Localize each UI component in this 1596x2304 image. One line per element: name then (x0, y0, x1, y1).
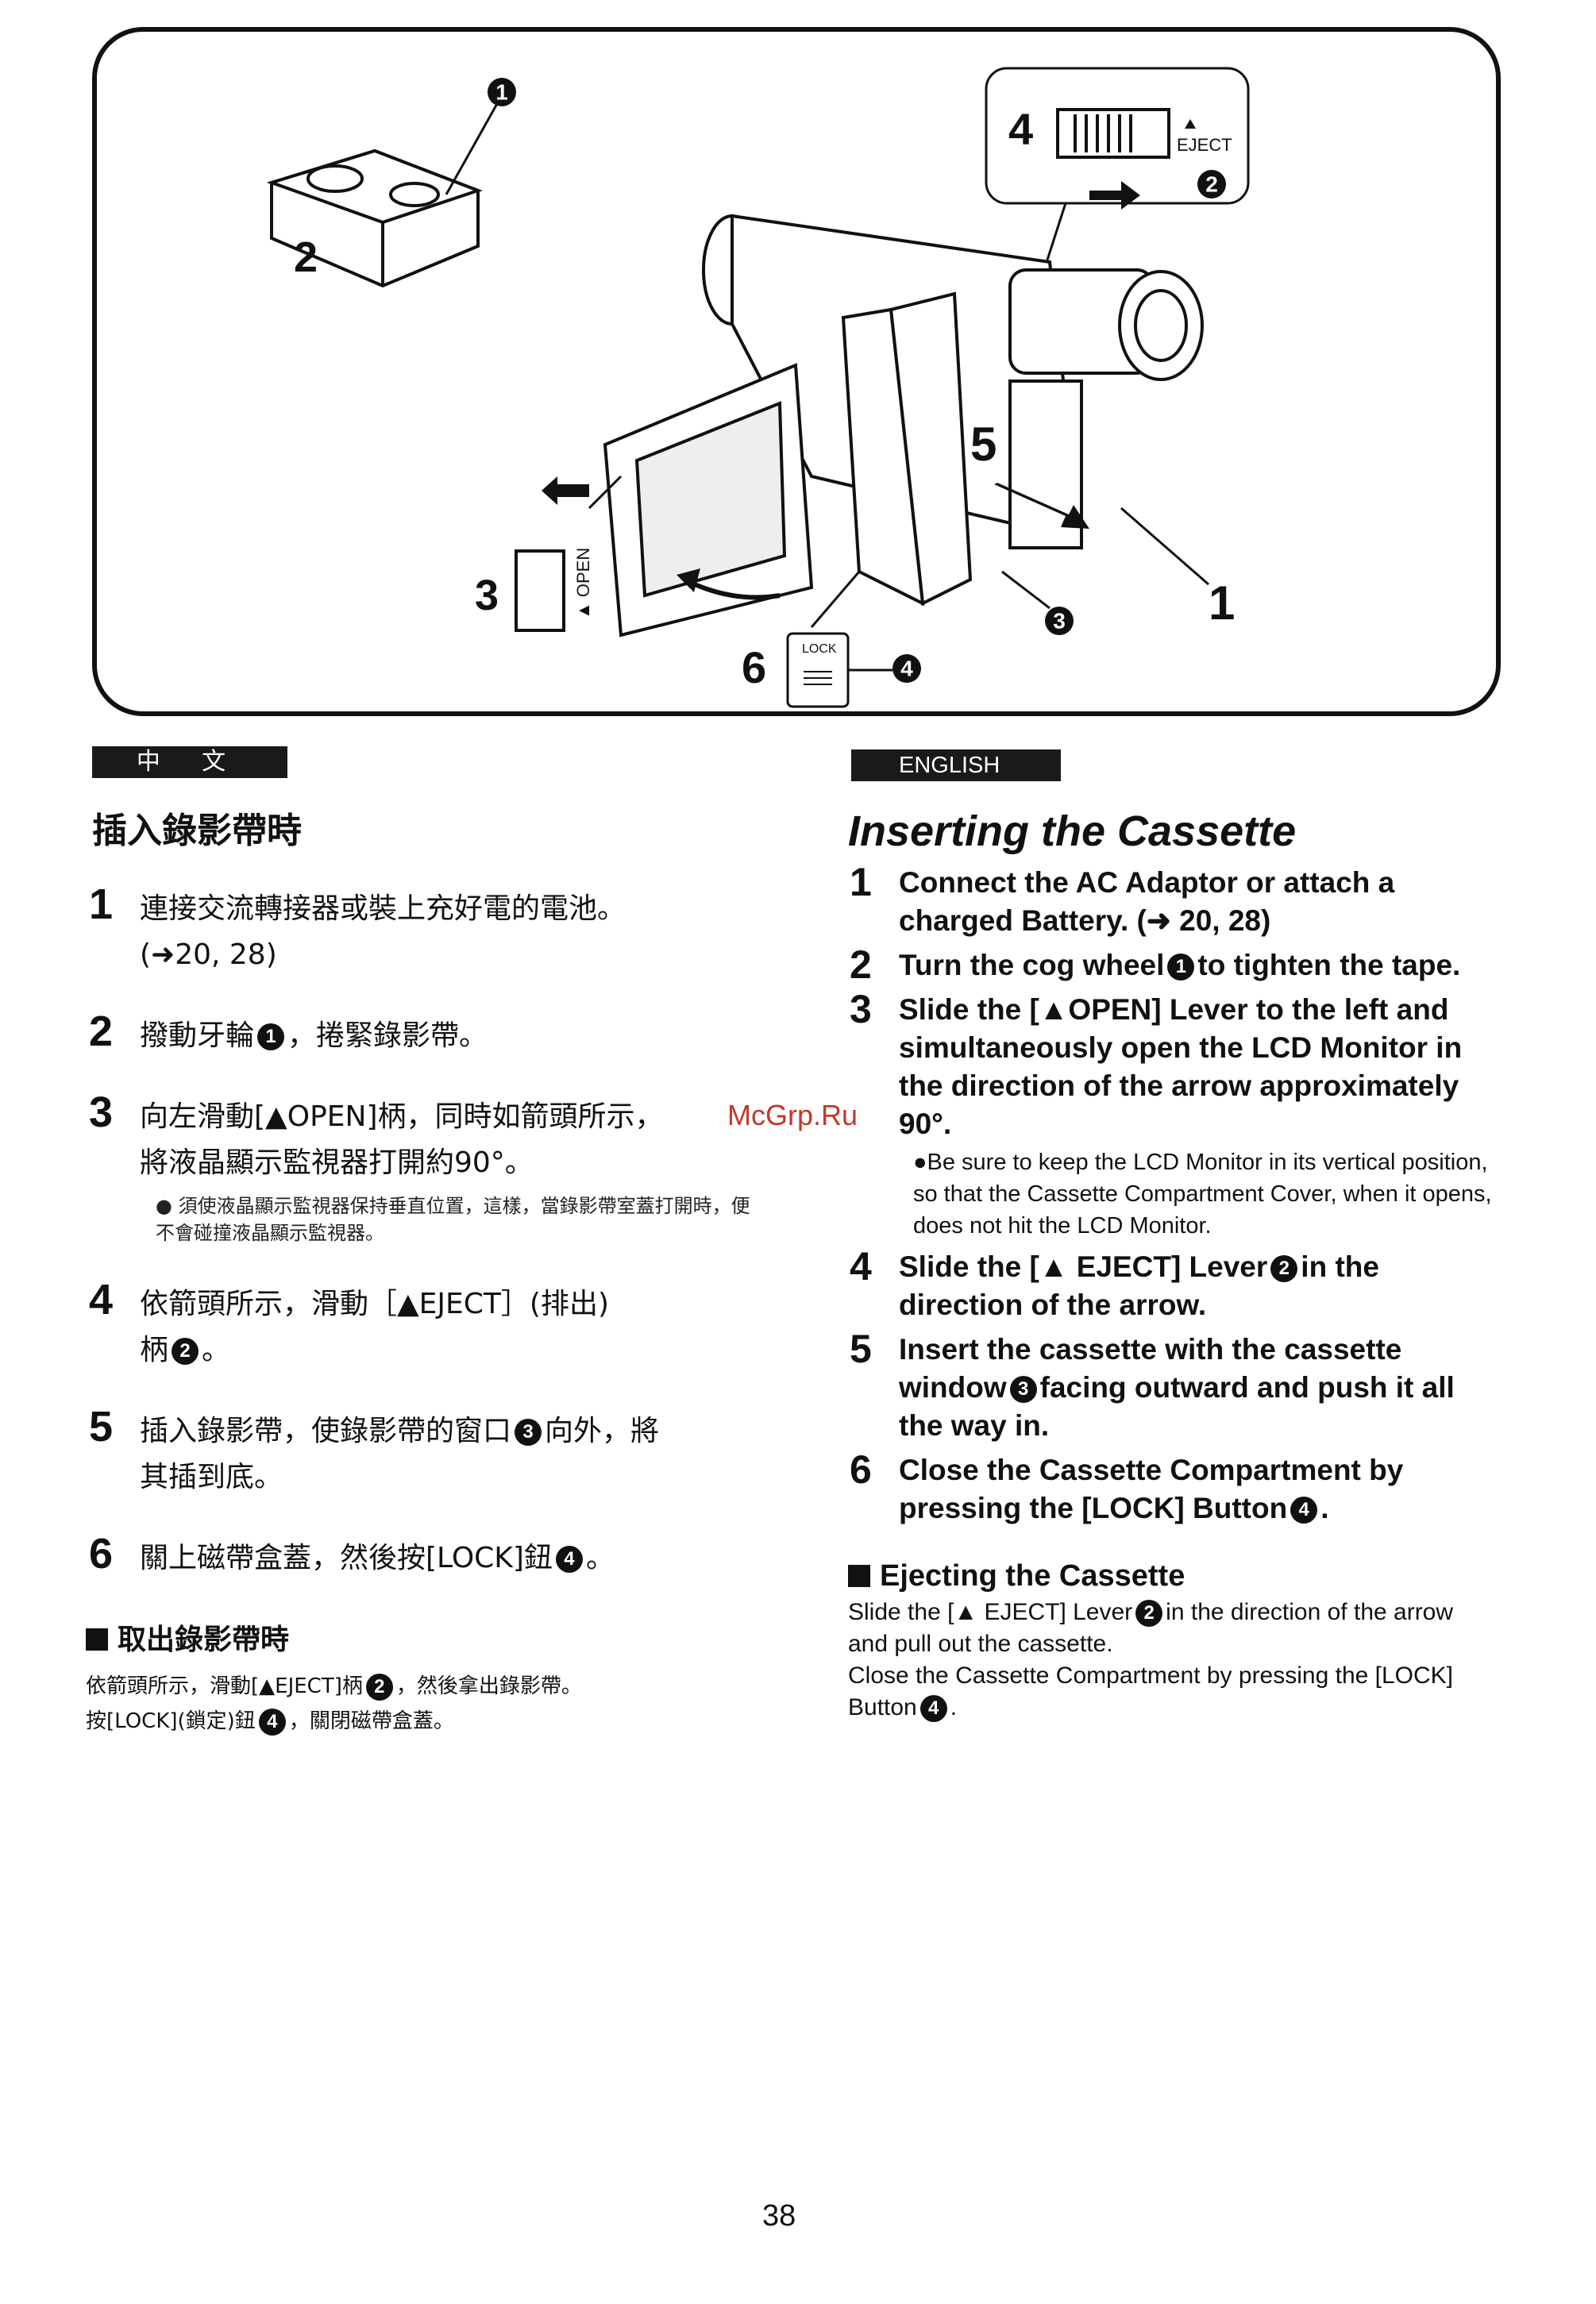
step-text: 插入錄影帶，使錄影帶的窗口 (140, 1415, 512, 1447)
step-number: 6 (850, 1447, 872, 1492)
callout-4-icon: 4 (555, 1546, 583, 1573)
callout-2-icon: 2 (172, 1338, 199, 1365)
callout-2-icon: 2 (1135, 1600, 1163, 1628)
step-number: 1 (850, 860, 872, 904)
zh-title: 插入錄影帶時 (92, 811, 302, 851)
step-text: ，捲緊錄影帶。 (287, 1019, 488, 1052)
step-number: 5 (850, 1327, 872, 1371)
step-text: . (1320, 1492, 1329, 1524)
callout-1-top: 1 (488, 78, 516, 106)
callout-4-icon: 4 (258, 1708, 286, 1736)
step-text: Close the Cassette Compartment by pressi… (899, 1454, 1404, 1524)
label-cassette: 2 (294, 233, 318, 281)
step-text: Slide the [▲OPEN] Lever to the left and … (899, 993, 1463, 1140)
step-number: 2 (850, 942, 872, 987)
eject-text: EJECT (1177, 135, 1232, 155)
step-text: Turn the cog wheel (899, 949, 1165, 981)
step-text: 其插到底。 (140, 1461, 283, 1493)
step-text: 柄 (140, 1334, 169, 1366)
camcorder-illustration: 1 2 4 EJECT 2 (266, 67, 1250, 708)
lock-text: LOCK (802, 642, 837, 656)
callout-1-icon: 1 (1167, 954, 1195, 981)
step-number: 3 (89, 1088, 114, 1136)
step-number: 6 (89, 1530, 114, 1578)
watermark: McGrp.Ru (727, 1099, 858, 1131)
svg-text:3: 3 (1053, 609, 1066, 634)
step-number: 2 (89, 1008, 114, 1055)
callout-4-lock: 4 (892, 654, 921, 683)
callout-4-icon: 4 (919, 1695, 947, 1723)
zh-step-3-note: ● 須使液晶顯示監視器保持垂直位置，這樣，當錄影帶室蓋打開時，便不會碰撞液晶顯示… (156, 1195, 750, 1244)
callout-2-icon: 2 (365, 1673, 393, 1701)
callout-3-window: 3 (1045, 607, 1074, 635)
open-text: ▲ OPEN (573, 548, 593, 619)
step-text: Connect the AC Adaptor or attach a charg… (899, 866, 1395, 937)
step-text: to tighten the tape. (1197, 949, 1461, 981)
label-camcorder: 1 (1209, 576, 1235, 630)
en-step-1: 1 Connect the AC Adaptor or attach a cha… (848, 860, 1499, 940)
step-text: facing outward and push it all the way i… (899, 1371, 1455, 1442)
step-text-ref: (➜20, 28) (140, 938, 277, 971)
step-text: Insert the cassette with the cassette wi… (899, 1333, 1402, 1404)
svg-text:2: 2 (1205, 172, 1218, 197)
step-number: 4 (850, 1244, 872, 1289)
step-text: 將液晶顯示監視器打開約90°。 (140, 1146, 534, 1179)
label-open-lever: 3 (475, 572, 499, 619)
cassette-drawing (266, 148, 483, 288)
step-number: 1 (89, 880, 114, 928)
step-text: 關上磁帶盒蓋，然後按[LOCK]鈕 (140, 1542, 553, 1574)
step-text: 。 (585, 1542, 615, 1574)
callout-2-icon: 2 (1270, 1255, 1298, 1283)
page-number: 38 (762, 2199, 796, 2233)
english-column: Inserting the Cassette 1 Connect the AC … (848, 802, 1499, 1724)
en-title: Inserting the Cassette (848, 807, 1297, 855)
callout-1-icon: 1 (257, 1023, 285, 1050)
zh-eject-heading: 取出錄影帶時 (86, 1616, 753, 1658)
step-text: 向外，將 (545, 1415, 660, 1447)
svg-text:4: 4 (900, 657, 913, 681)
step-number: 5 (89, 1403, 114, 1451)
illustration-frame: 1 2 4 EJECT 2 (92, 27, 1501, 716)
step-text: Slide the [▲ EJECT] Lever (899, 1250, 1268, 1283)
en-step-3: 3 Slide the [▲OPEN] Lever to the left an… (848, 987, 1499, 1242)
step-text: 向左滑動[▲OPEN]柄，同時如箭頭所示， (140, 1100, 664, 1133)
step-text: 連接交流轉接器或裝上充好電的電池。 (140, 892, 626, 925)
step-text: 撥動牙輪 (140, 1019, 255, 1052)
step-number: 4 (89, 1276, 114, 1323)
chinese-language-label: 中 文 (92, 746, 287, 778)
label-eject-lever: 4 (1008, 104, 1033, 154)
callout-4-icon: 4 (1290, 1497, 1318, 1524)
en-eject-heading: Ejecting the Cassette (848, 1559, 1499, 1593)
callout-2-inset: 2 (1197, 170, 1226, 198)
chinese-column: 插入錄影帶時 1 連接交流轉接器或裝上充好電的電池。 (➜20, 28) 2 撥動… (86, 802, 753, 1739)
camcorder-body (603, 214, 1204, 638)
en-step-3-note: ●Be sure to keep the LCD Monitor in its … (913, 1150, 1492, 1239)
en-step-5: 5 Insert the cassette with the cassette … (848, 1327, 1499, 1445)
step-text: in the direction of the arrow. (899, 1250, 1379, 1321)
step-text: 依箭頭所示，滑動［▲EJECT］(排出) (140, 1288, 610, 1320)
english-language-label: ENGLISH (851, 749, 1061, 781)
square-bullet-icon (848, 1565, 870, 1587)
callout-3-icon: 3 (1009, 1376, 1037, 1404)
svg-text:1: 1 (495, 80, 508, 105)
square-bullet-icon (86, 1628, 108, 1651)
zh-step-3: 3 向左滑動[▲OPEN]柄，同時如箭頭所示， 將液晶顯示監視器打開約90°。 ●… (86, 1088, 753, 1246)
label-lock-button: 6 (742, 642, 766, 692)
step-number: 3 (850, 987, 872, 1031)
label-insert: 5 (970, 418, 997, 471)
step-text: 。 (202, 1334, 231, 1366)
zh-step-1: 1 連接交流轉接器或裝上充好電的電池。 (➜20, 28) (86, 880, 753, 978)
callout-3-icon: 3 (515, 1419, 542, 1446)
en-step-6: 6 Close the Cassette Compartment by pres… (848, 1447, 1499, 1528)
